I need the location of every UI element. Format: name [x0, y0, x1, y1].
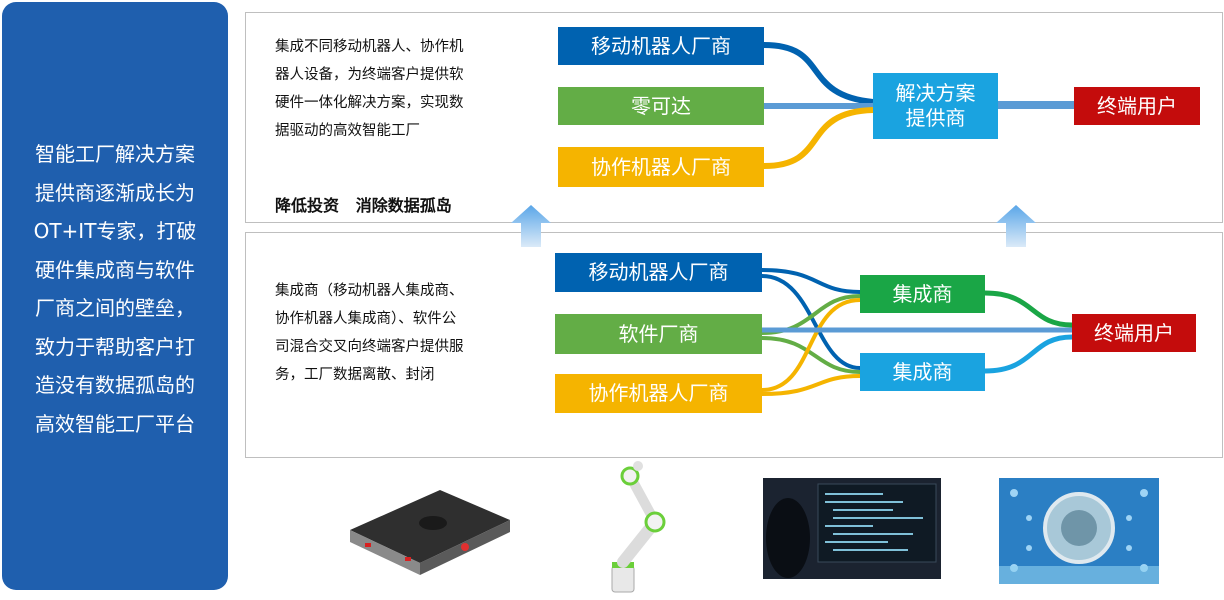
sidebar-line: 厂商之间的壁垒，: [35, 296, 195, 320]
top-desc-line: 器人设备，为终端客户提供软: [275, 67, 464, 83]
sidebar-line: OT+IT专家，打破: [33, 219, 197, 243]
top-desc-line: 集成不同移动机器人、协作机: [275, 39, 464, 55]
solution-provider-line: 提供商: [905, 106, 966, 130]
bottom-desc-line: 协作机器人集成商）、软件公: [275, 311, 457, 327]
mobile-robot-vendor-box: 移动机器人厂商: [555, 253, 762, 292]
end-user-box: 终端用户: [1072, 314, 1196, 352]
cobot-arm-image: [611, 461, 666, 593]
link-cobot-to-solution: [763, 107, 874, 169]
monitor-code-image: [763, 478, 941, 579]
solution-provider-line: 解决方案: [895, 81, 976, 105]
top-tagline: 降低投资 消除数据孤岛: [275, 196, 452, 215]
sidebar-line: 硬件集成商与软件: [35, 257, 195, 282]
software-vendor-box: 软件厂商: [555, 314, 762, 354]
sidebar-line: 高效智能工厂平台: [35, 411, 195, 436]
chip-image: [999, 478, 1159, 584]
mobile-robot-image: [350, 490, 510, 575]
bottom-desc-line: 司混合交叉向终端客户提供服: [275, 339, 464, 355]
bottom-desc-line: 务，工厂数据离散、封闭: [275, 367, 435, 383]
up-arrow-icon: [996, 205, 1036, 247]
zero-reach-box: 零可达: [558, 87, 764, 125]
solution-provider-box: 解决方案 提供商: [873, 73, 998, 139]
top-desc-line: 硬件一体化解决方案，实现数: [275, 95, 464, 111]
sidebar-line: 提供商逐渐成长为: [35, 180, 195, 205]
end-user-box: 终端用户: [1074, 87, 1200, 125]
cobot-vendor-box: 协作机器人厂商: [558, 147, 764, 187]
sidebar-panel: 智能工厂解决方案 提供商逐渐成长为 OT+IT专家，打破 硬件集成商与软件 厂商…: [2, 2, 228, 590]
up-arrow-icon: [511, 205, 551, 247]
integrator-box-2: 集成商: [860, 353, 985, 391]
sidebar-line: 致力于帮助客户打: [35, 334, 195, 359]
top-desc-line: 据驱动的高效智能工厂: [275, 123, 420, 139]
sidebar-line: 智能工厂解决方案: [35, 142, 195, 166]
mobile-robot-vendor-box: 移动机器人厂商: [558, 27, 764, 65]
bottom-description: 集成商（移动机器人集成商、 协作机器人集成商）、软件公 司混合交叉向终端客户提供…: [275, 277, 464, 389]
cobot-vendor-box: 协作机器人厂商: [555, 374, 762, 413]
top-description: 集成不同移动机器人、协作机 器人设备，为终端客户提供软 硬件一体化解决方案，实现…: [275, 33, 464, 145]
sidebar-text: 智能工厂解决方案 提供商逐渐成长为 OT+IT专家，打破 硬件集成商与软件 厂商…: [16, 135, 214, 443]
integrator-box-1: 集成商: [860, 275, 985, 313]
link-mobile-to-solution: [763, 42, 874, 105]
bottom-desc-line: 集成商（移动机器人集成商、: [275, 283, 464, 299]
sidebar-line: 造没有数据孤岛的: [35, 373, 195, 397]
